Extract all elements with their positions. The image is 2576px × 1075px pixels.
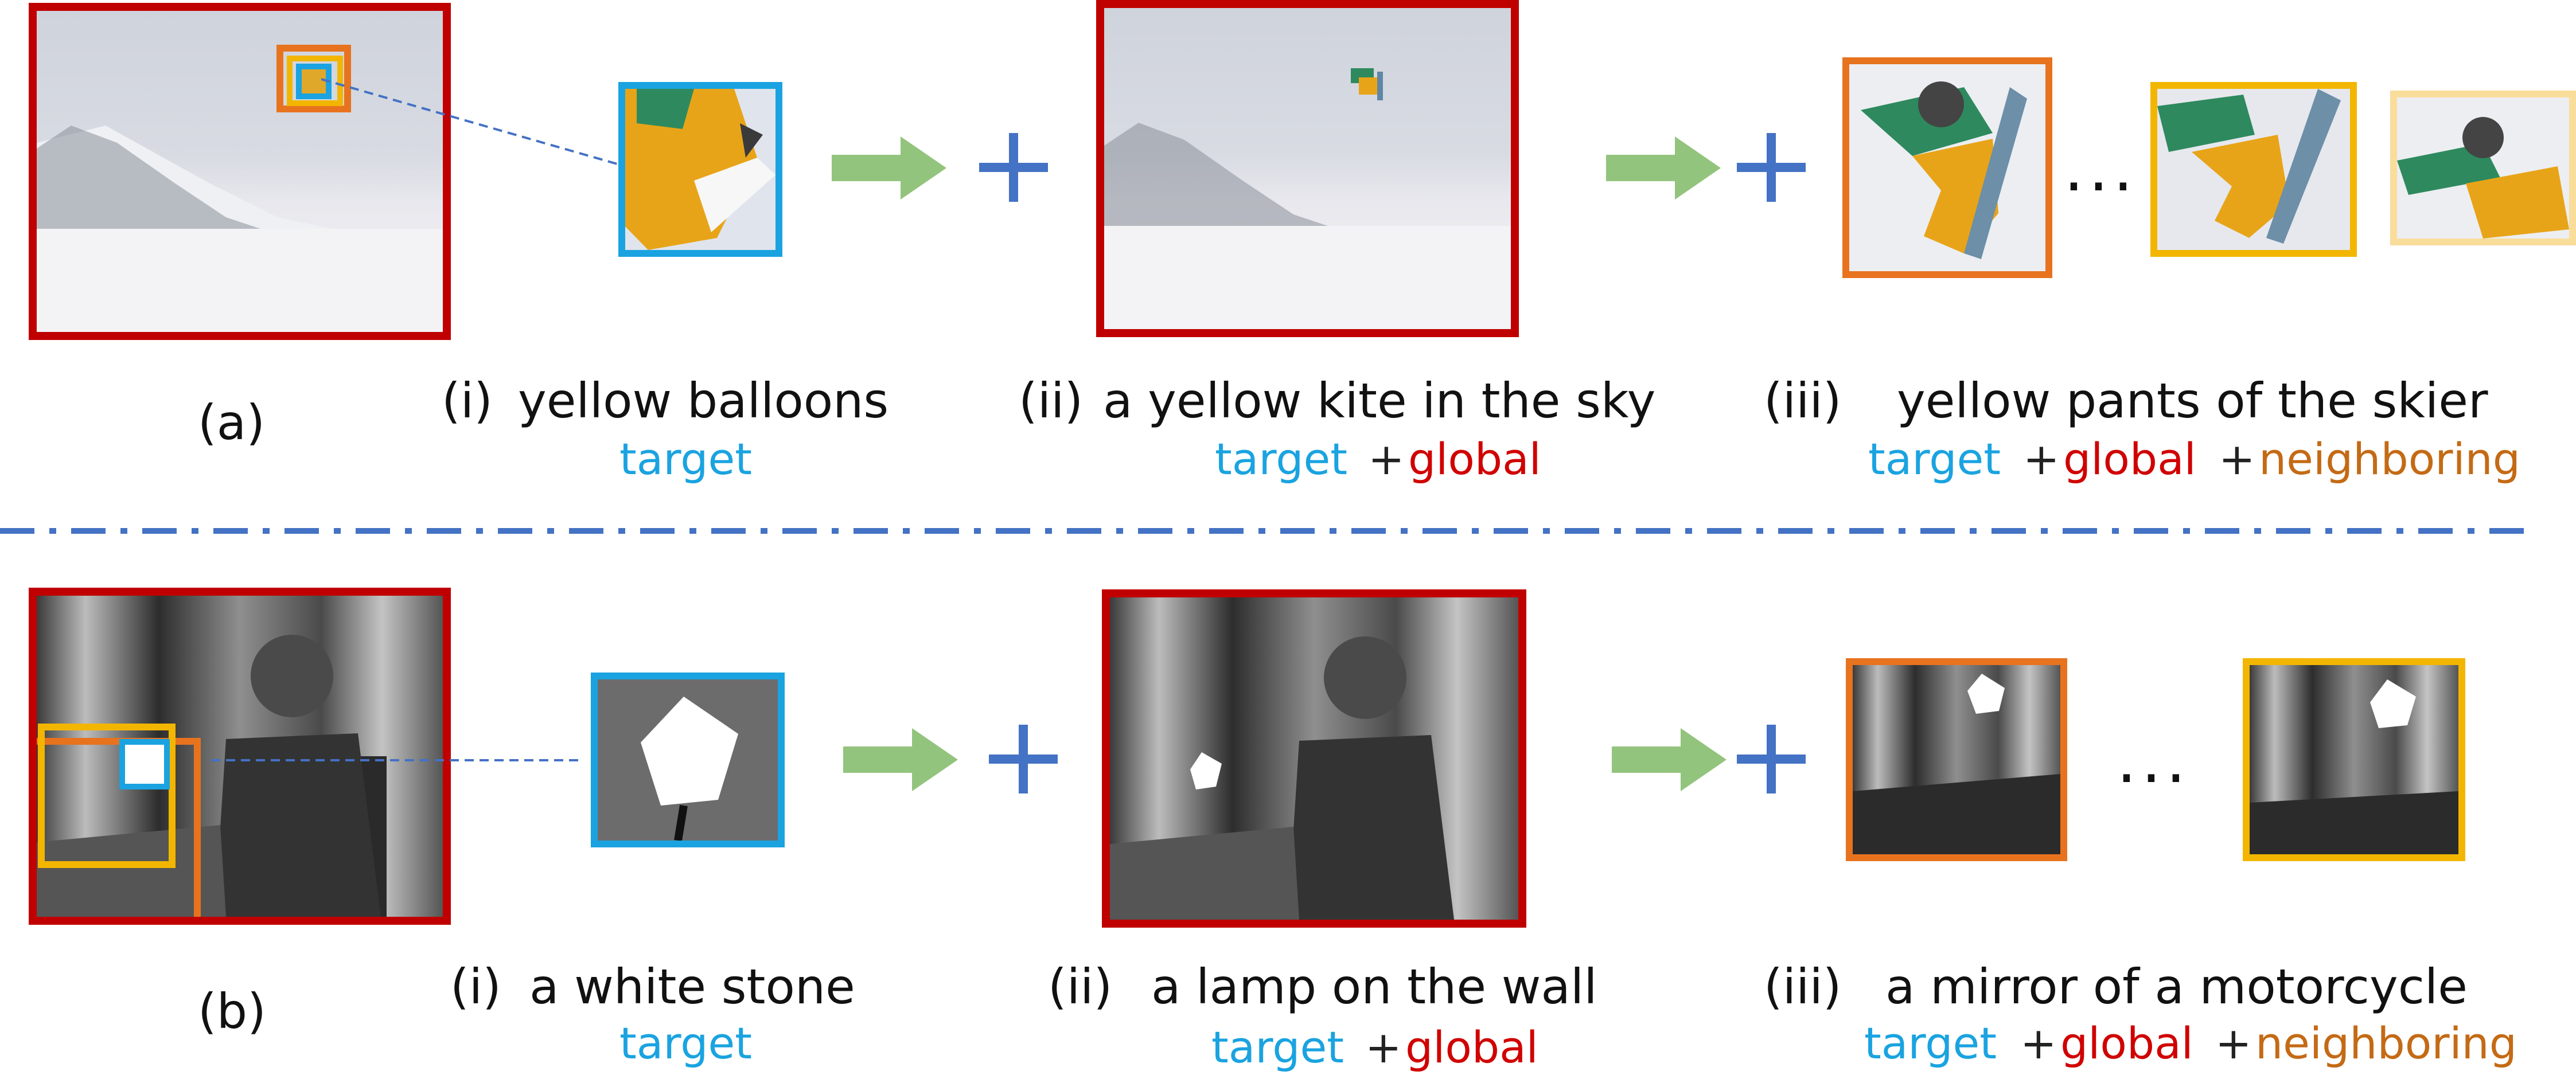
row-b-arrow-2-icon [1612, 728, 1727, 791]
row-a-legend-iii-target: target [1868, 433, 2001, 484]
row-b-caption-i-number: (i) [450, 959, 501, 1015]
row-a-caption-i-number: (i) [442, 373, 493, 429]
row-a-plus-2-icon [1737, 133, 1806, 202]
row-a-legend-iii-global: global [2063, 433, 2196, 484]
row-b-ellipsis: ... [2117, 724, 2191, 797]
row-b-target-box [119, 739, 170, 789]
row-b-arrow-1-icon [843, 728, 958, 791]
row-a-legend-iii-neighboring: neighboring [2259, 433, 2520, 484]
row-b-connector-line [211, 759, 584, 761]
row-b-caption-ii-text: a lamp on the wall [1151, 959, 1597, 1015]
row-b-legend-ii-plus: + [1365, 1022, 1402, 1073]
row-b-legend-iii-neighboring: neighboring [2255, 1018, 2517, 1069]
row-b-legend-ii-global: global [1405, 1022, 1538, 1073]
row-a-neighbor-crop-gold [2150, 82, 2357, 257]
row-a-legend-iii-plus: + [2023, 433, 2060, 484]
row-b-legend-iii-plus: + [2020, 1018, 2057, 1069]
row-b-legend-i-target: target [619, 1018, 753, 1069]
row-a-neighbor-crop-orange-art [1861, 81, 2027, 259]
row-a-plus-1-icon [979, 133, 1048, 202]
row-b-legend-iii-global: global [2060, 1018, 2193, 1069]
row-b-neighbor-crop-orange [1846, 658, 2067, 861]
row-a-legend-iii-plus-2: + [2219, 433, 2255, 484]
row-b-caption-iii-number: (iii) [1764, 959, 1842, 1015]
row-a-neighbor-crop-pale-art [2397, 117, 2569, 239]
row-b-global-scene [1110, 636, 1454, 920]
row-a-connector-line [321, 78, 626, 167]
row-a-global-image [1096, 0, 1519, 337]
row-b-neighbor-box-gold [38, 724, 176, 868]
row-a-global-scene [1104, 68, 1511, 329]
row-b-neighbor-crop-gold-art [2250, 679, 2458, 854]
row-b-global-image [1102, 589, 1526, 928]
row-b-legend-iii-target: target [1864, 1018, 1997, 1069]
row-b-neighbor-crop-gold [2243, 658, 2465, 861]
row-a-target-crop [618, 82, 782, 257]
row-b-caption-ii-number: (ii) [1048, 959, 1113, 1015]
row-b-caption-i-text: a white stone [529, 959, 855, 1015]
row-b-plus-1-icon [989, 725, 1058, 793]
row-a-source-scene [37, 126, 443, 332]
row-a-neighbor-crop-gold-art [2157, 89, 2341, 244]
row-a-caption-i-text: yellow balloons [518, 373, 889, 429]
row-a-caption-iii-number: (iii) [1764, 373, 1842, 429]
row-b-plus-2-icon [1737, 725, 1806, 793]
row-a-arrow-1-icon [832, 136, 946, 200]
row-a-legend-ii-plus: + [1368, 433, 1405, 484]
row-a-neighbor-box-gold [287, 56, 343, 106]
row-b-legend-ii-target: target [1211, 1022, 1344, 1073]
row-a-neighbor-box-orange [276, 45, 351, 112]
row-a-neighbor-crop-orange [1842, 57, 2052, 278]
row-b-caption-iii-text: a mirror of a motorcycle [1885, 959, 2468, 1015]
row-a-arrow-2-icon [1606, 136, 1721, 200]
row-a-caption-iii-text: yellow pants of the skier [1897, 373, 2488, 429]
row-a-legend-ii-target: target [1215, 433, 1348, 484]
row-b-target-crop-art [641, 697, 738, 841]
row-b-source-scene [37, 635, 387, 917]
row-a-label: (a) [198, 394, 266, 451]
row-b-label: (b) [198, 983, 266, 1039]
row-a-legend-ii-global: global [1408, 433, 1541, 484]
row-b-target-crop [591, 673, 785, 847]
row-b-legend-iii-plus-2: + [2215, 1018, 2252, 1069]
section-separator [0, 528, 2535, 534]
row-a-target-crop-art [625, 89, 775, 250]
row-a-legend-i-target: target [619, 433, 753, 484]
row-a-source-image [29, 3, 451, 340]
row-a-caption-ii-number: (ii) [1019, 373, 1084, 429]
row-b-neighbor-crop-orange-art [1853, 674, 2060, 854]
row-a-caption-ii-text: a yellow kite in the sky [1103, 373, 1656, 429]
row-a-neighbor-crop-pale [2390, 91, 2576, 245]
row-b-source-image [29, 588, 451, 925]
row-a-ellipsis: ... [2064, 132, 2138, 205]
